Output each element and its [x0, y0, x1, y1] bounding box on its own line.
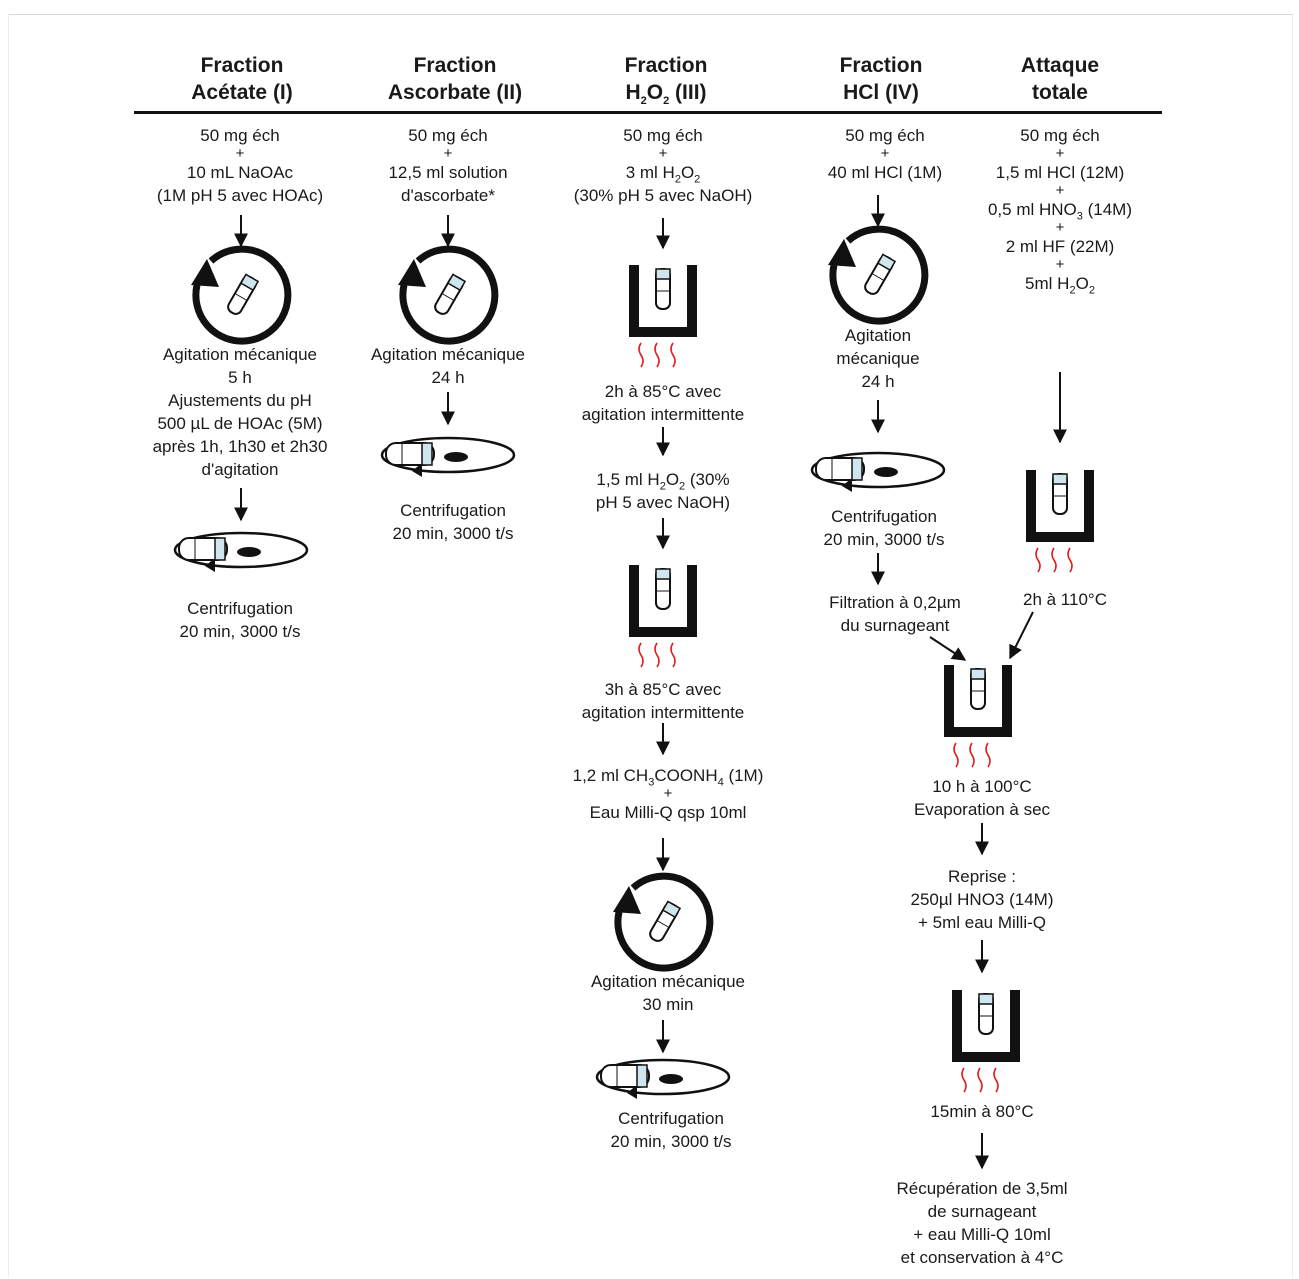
heating-bath-icon [629, 265, 697, 368]
col5-reagents: 50 mg éch+ 1,5 ml HCl (12M)+ 0,5 ml HNO3… [987, 126, 1133, 297]
heating-bath-icon [1026, 470, 1094, 573]
agitation-icon [398, 245, 499, 345]
header-fraction-h2o2: Fraction H2O2 (III) [624, 54, 708, 108]
centrifuge-icon [380, 436, 516, 477]
heating-bath-icon [944, 665, 1012, 768]
col1-sample: 50 mg éch+ 10 mL NaOAc(1M pH 5 avec HOAc… [156, 126, 324, 205]
centrifuge-icon [810, 451, 946, 492]
heating-bath-icon [952, 990, 1020, 1093]
reprise-label: Reprise :250µl HNO3 (14M)+ 5ml eau Milli… [910, 867, 1054, 932]
centrifuge-icon [173, 531, 309, 572]
heating-bath-icon [629, 565, 697, 668]
header-rule [134, 111, 1162, 114]
col5-heat-label: 2h à 110°C [1023, 590, 1107, 609]
agitation-icon [828, 225, 929, 325]
agitation-icon [613, 872, 714, 972]
col4-sample: 50 mg éch+ 40 ml HCl (1M) [827, 126, 943, 182]
agitation-icon [191, 245, 292, 345]
final-heat-label: 15min à 80°C [930, 1102, 1034, 1121]
centrifuge-icon [595, 1058, 731, 1099]
diagram-frame [8, 14, 1293, 1277]
col3-sample: 50 mg éch+ 3 ml H2O2 (30% pH 5 avec NaOH… [573, 126, 753, 205]
col3-reagent2: 1,5 ml H2O2 (30%pH 5 avec NaOH) [595, 470, 731, 512]
col3-reagent3: 1,2 ml CH3COONH4 (1M)+ Eau Milli-Q qsp 1… [572, 766, 764, 822]
